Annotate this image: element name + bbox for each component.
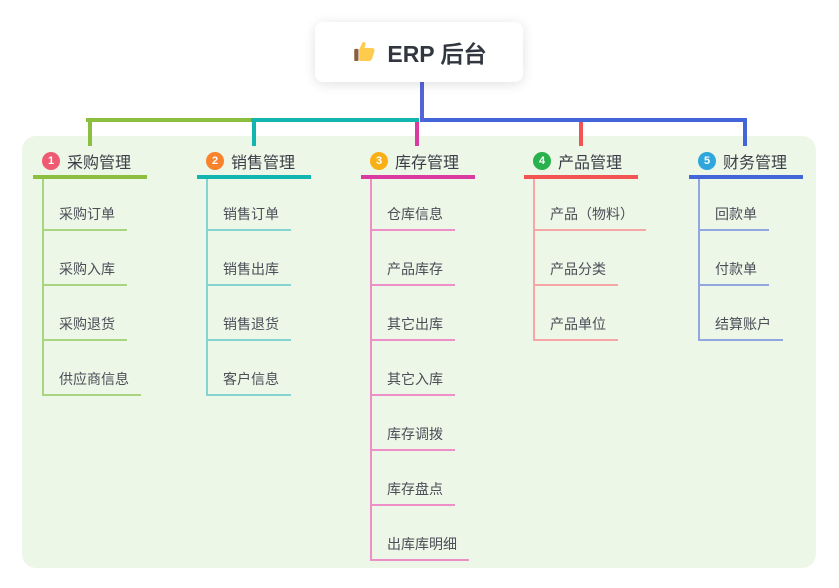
thumbs-up-icon	[354, 41, 375, 61]
branch-header[interactable]: 1 采购管理	[33, 146, 147, 179]
child-node[interactable]: 库存调拨	[372, 396, 455, 451]
connector-branch2-drop	[252, 118, 256, 146]
child-node[interactable]: 其它出库	[372, 286, 455, 341]
child-node[interactable]: 产品单位	[535, 286, 618, 341]
branch-node-4: 4 产品管理 产品（物料） 产品分类 产品单位	[524, 146, 646, 341]
child-node[interactable]: 回款单	[700, 179, 769, 231]
branch-children: 采购订单 采购入库 采购退货 供应商信息	[42, 179, 141, 396]
root-node[interactable]: ERP 后台	[315, 22, 523, 82]
connector-branch1-drop	[88, 118, 92, 146]
branch-number-badge: 3	[370, 151, 388, 170]
branch-number-badge: 4	[533, 151, 551, 170]
branch-header[interactable]: 3 库存管理	[361, 146, 475, 179]
child-node[interactable]: 出库库明细	[372, 506, 469, 561]
child-node[interactable]: 库存盘点	[372, 451, 455, 506]
branch-title: 财务管理	[723, 154, 788, 172]
child-node[interactable]: 结算账户	[700, 286, 783, 341]
child-node[interactable]: 供应商信息	[44, 341, 141, 396]
child-node[interactable]: 产品分类	[535, 231, 618, 286]
branch-title: 销售管理	[231, 154, 296, 172]
branch-title: 产品管理	[558, 154, 623, 172]
branch-children: 产品（物料） 产品分类 产品单位	[533, 179, 646, 341]
child-node[interactable]: 产品（物料）	[535, 179, 646, 231]
connector-root-vertical	[420, 82, 424, 122]
child-node[interactable]: 销售订单	[208, 179, 291, 231]
branch-node-5: 5 财务管理 回款单 付款单 结算账户	[689, 146, 803, 341]
branch-children: 销售订单 销售出库 销售退货 客户信息	[206, 179, 291, 396]
branch-number-badge: 5	[698, 151, 716, 170]
child-node[interactable]: 产品库存	[372, 231, 455, 286]
connector-branch2-horizontal	[251, 118, 419, 122]
branch-title: 采购管理	[67, 154, 132, 172]
branch-title: 库存管理	[395, 154, 460, 172]
branches-panel	[22, 136, 816, 568]
child-node[interactable]: 其它入库	[372, 341, 455, 396]
child-node[interactable]: 销售退货	[208, 286, 291, 341]
branch-children: 仓库信息 产品库存 其它出库 其它入库 库存调拨 库存盘点 出库库明细	[370, 179, 469, 561]
root-label: ERP 后台	[387, 41, 487, 67]
connector-branch3-drop	[415, 118, 419, 146]
branch-number-badge: 1	[42, 151, 60, 170]
branch-header[interactable]: 4 产品管理	[524, 146, 638, 179]
connector-branch5-drop	[743, 118, 747, 146]
branch-children: 回款单 付款单 结算账户	[698, 179, 783, 341]
branch-node-2: 2 销售管理 销售订单 销售出库 销售退货 客户信息	[197, 146, 311, 396]
child-node[interactable]: 销售出库	[208, 231, 291, 286]
branch-header[interactable]: 2 销售管理	[197, 146, 311, 179]
child-node[interactable]: 付款单	[700, 231, 769, 286]
branch-number-badge: 2	[206, 151, 224, 170]
child-node[interactable]: 客户信息	[208, 341, 291, 396]
child-node[interactable]: 采购订单	[44, 179, 127, 231]
connector-branch5-horizontal	[424, 118, 747, 122]
child-node[interactable]: 采购入库	[44, 231, 127, 286]
branch-node-3: 3 库存管理 仓库信息 产品库存 其它出库 其它入库 库存调拨 库存盘点 出库库…	[361, 146, 475, 561]
child-node[interactable]: 采购退货	[44, 286, 127, 341]
child-node[interactable]: 仓库信息	[372, 179, 455, 231]
branch-header[interactable]: 5 财务管理	[689, 146, 803, 179]
branch-node-1: 1 采购管理 采购订单 采购入库 采购退货 供应商信息	[33, 146, 147, 396]
connector-branch4-drop	[579, 118, 583, 146]
